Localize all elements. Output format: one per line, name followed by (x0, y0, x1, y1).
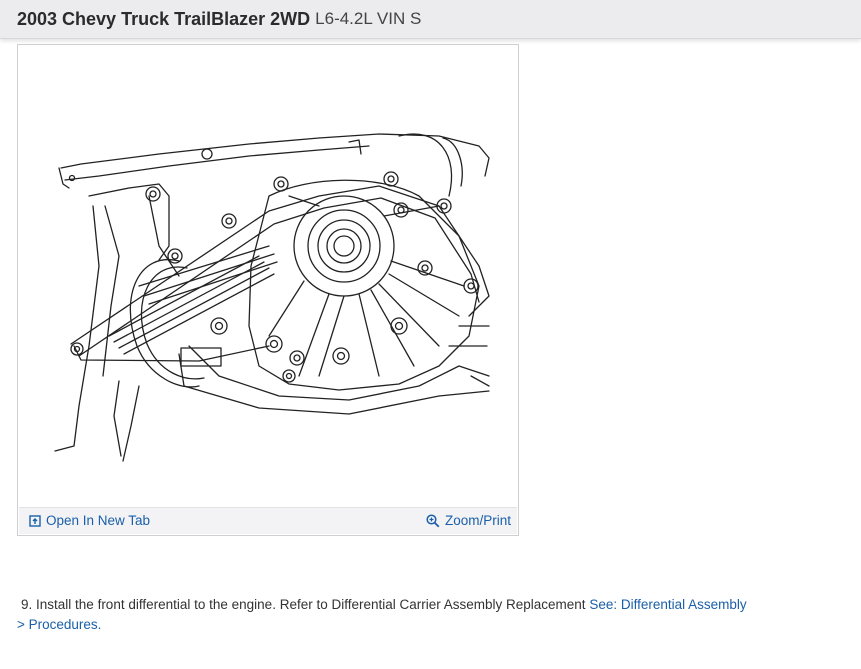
procedures-link[interactable]: > Procedures. (17, 617, 102, 632)
step-number: 9. (21, 597, 33, 612)
figure-container: Open In New Tab Zoom/Print (17, 44, 519, 536)
page-header: 2003 Chevy Truck TrailBlazer 2WD L6-4.2L… (0, 0, 861, 39)
figure-toolbar: Open In New Tab Zoom/Print (19, 507, 517, 534)
engine-subtitle: L6-4.2L VIN S (315, 9, 422, 28)
open-in-new-tab-label: Open In New Tab (46, 513, 151, 528)
zoom-print-label: Zoom/Print (444, 513, 511, 528)
open-in-new-tab-link[interactable]: Open In New Tab (29, 513, 150, 528)
open-in-new-tab-icon (29, 514, 41, 527)
procedure-step: 9. Install the front differential to the… (17, 595, 811, 635)
differential-assembly-link[interactable]: See: Differential Assembly (589, 597, 747, 612)
step-text: Install the front differential to the en… (36, 597, 586, 612)
differential-diagram-image[interactable] (19, 46, 517, 508)
vehicle-title: 2003 Chevy Truck TrailBlazer 2WD (17, 8, 311, 29)
zoom-icon (426, 513, 440, 527)
zoom-print-link[interactable]: Zoom/Print (426, 513, 511, 528)
